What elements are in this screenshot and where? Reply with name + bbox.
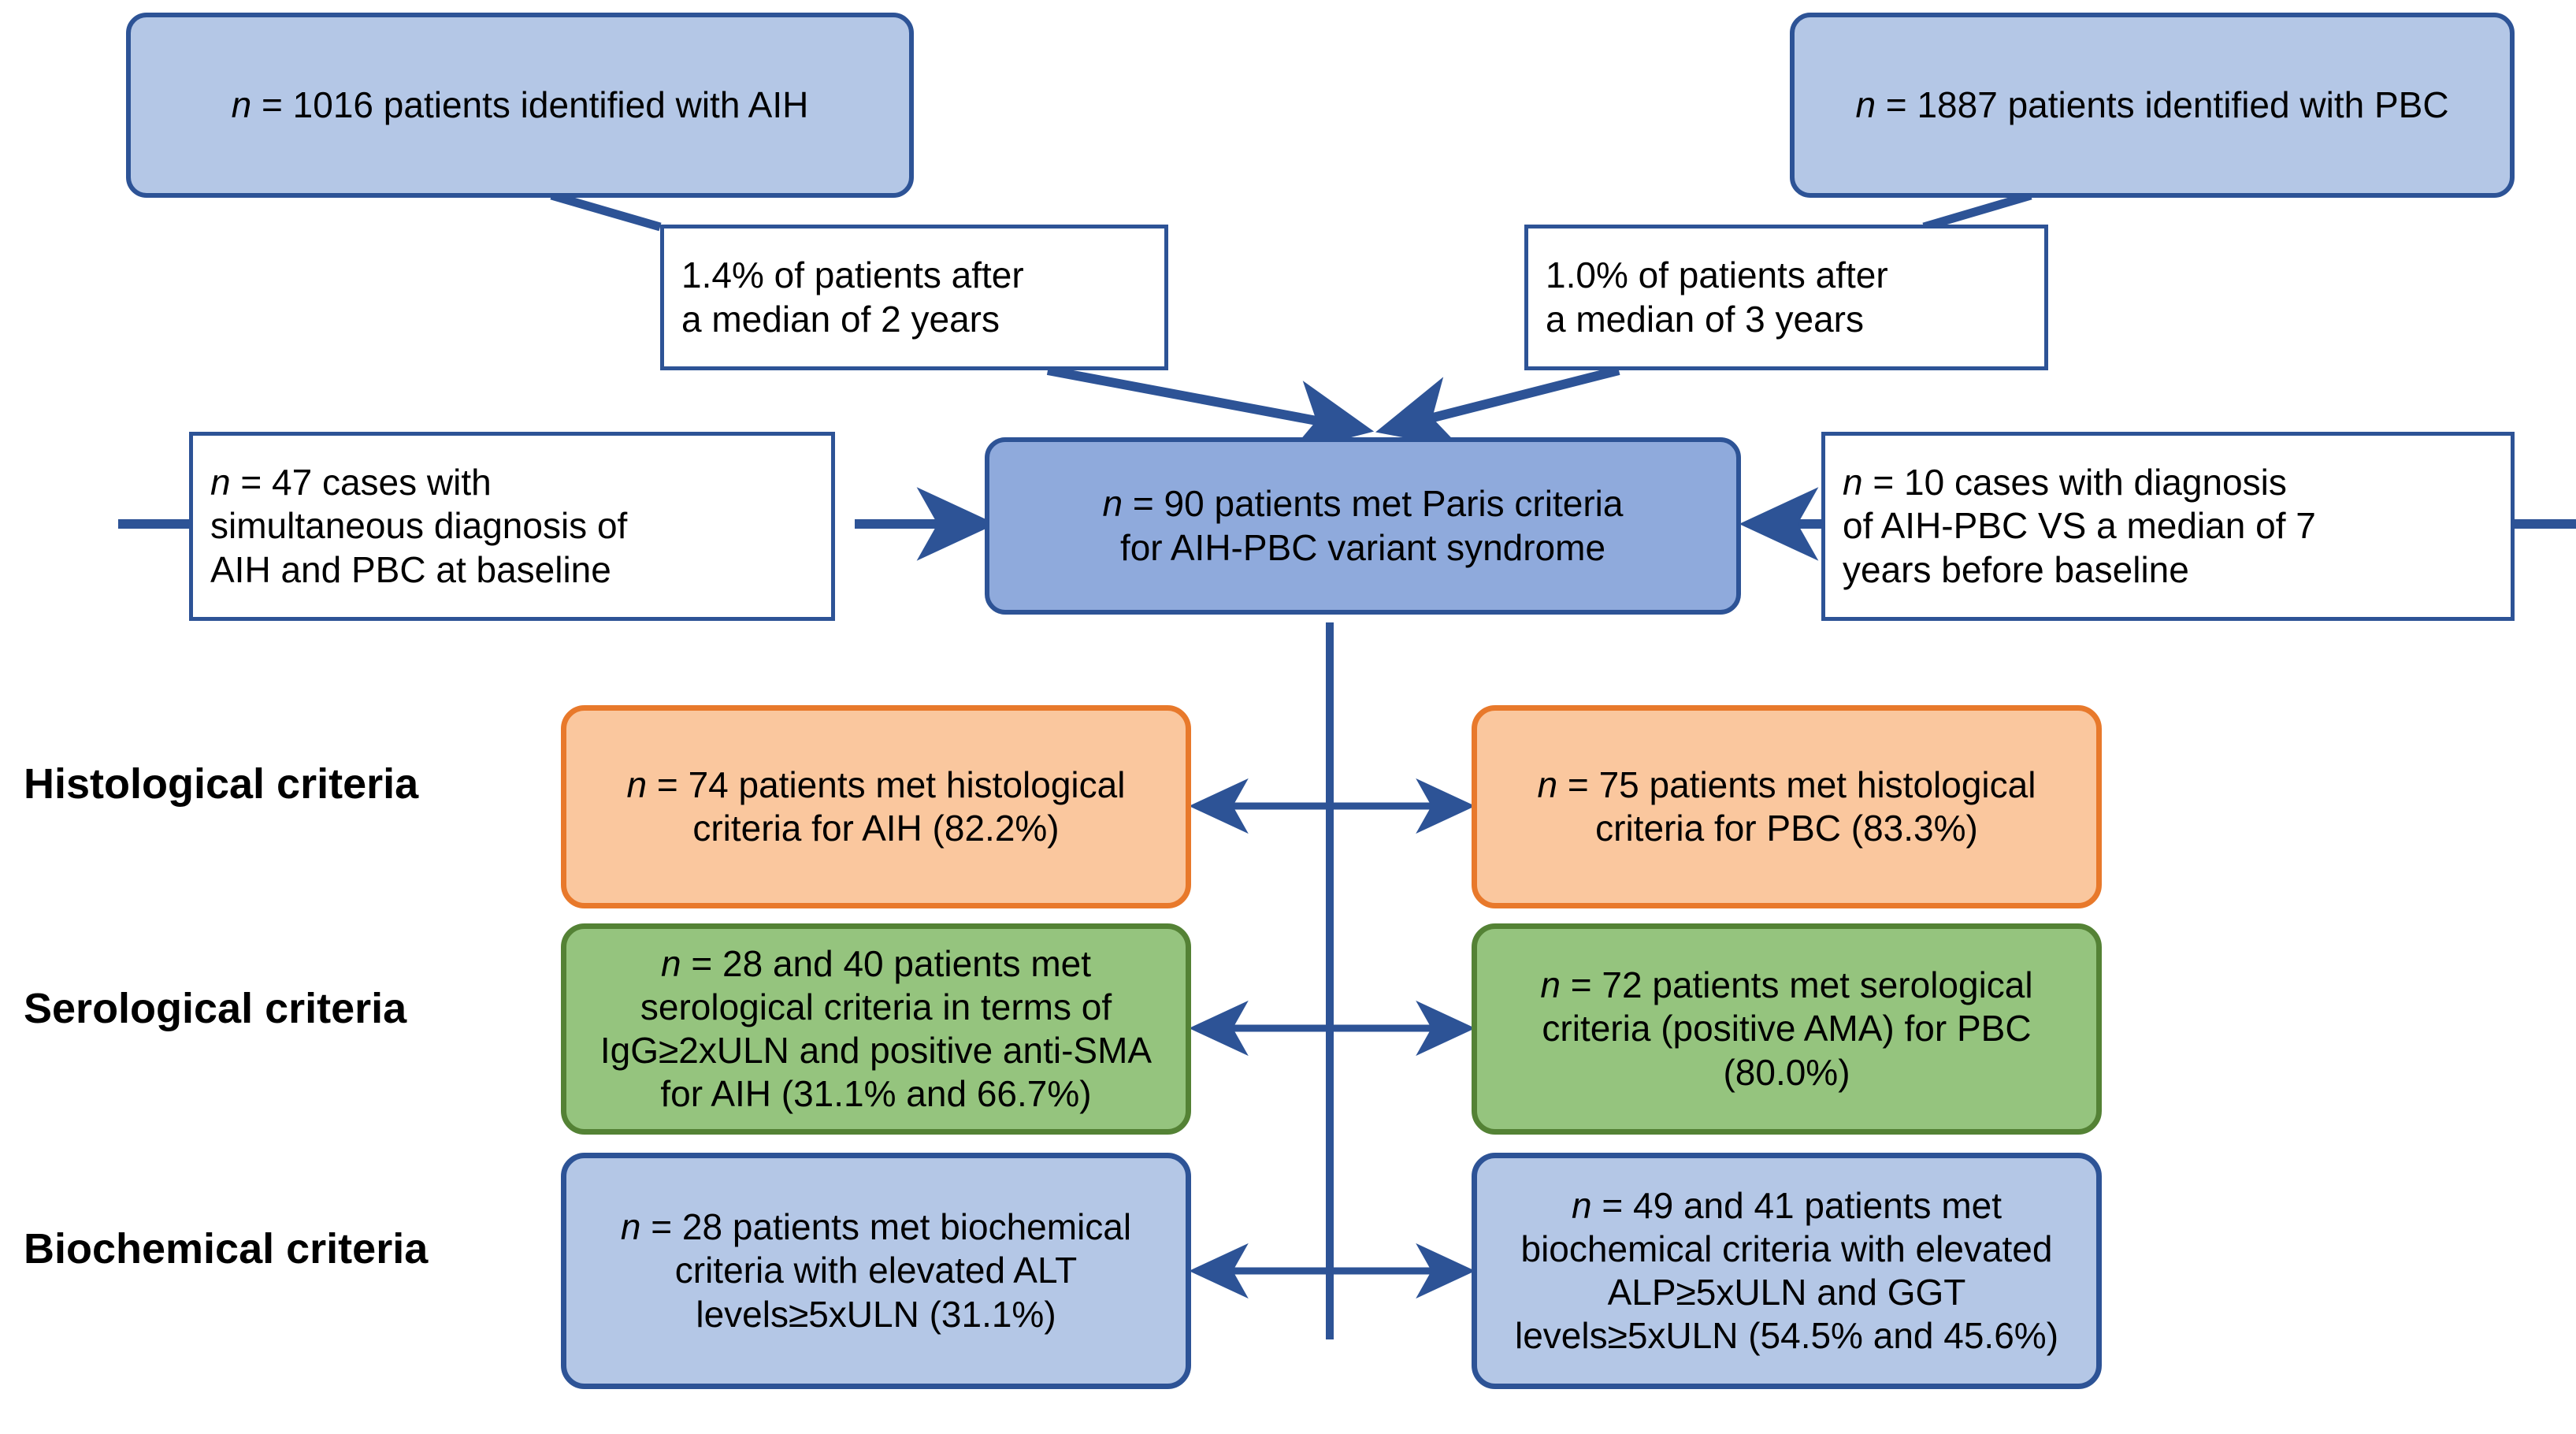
leader-aih-to-callout (550, 191, 662, 232)
callout-aih-progression[interactable]: 1.4% of patients after a median of 2 yea… (660, 225, 1168, 370)
row-label-serological: Serological criteria (24, 985, 406, 1032)
row-label-histological-text: Histological criteria (24, 760, 419, 808)
row-label-biochemical-text: Biochemical criteria (24, 1225, 429, 1272)
n-symbol: n (1843, 462, 1863, 503)
arrow-right-callout-to-center (1375, 366, 1620, 449)
n-symbol: n (1102, 483, 1123, 525)
box-simultaneous-diagnosis[interactable]: n = 47 cases with simultaneous diagnosis… (189, 432, 835, 621)
n-symbol: n (660, 942, 681, 984)
box-serological-pbc-text: n = 72 patients met serological criteria… (1540, 964, 2033, 1093)
arrow-left-callout-to-center (1046, 366, 1375, 454)
box-biochemical-aih-text: n = 28 patients met biochemical criteria… (620, 1206, 1132, 1335)
box-serological-pbc[interactable]: n = 72 patients met serological criteria… (1472, 923, 2102, 1135)
n-symbol: n (1855, 84, 1876, 125)
box-serological-aih-text: n = 28 and 40 patients met serological c… (599, 942, 1153, 1115)
box-biochemical-pbc-text: n = 49 and 41 patients met biochemical c… (1514, 1184, 2059, 1357)
callout-aih-progression-text: 1.4% of patients after a median of 2 yea… (681, 254, 1024, 340)
callout-pbc-progression[interactable]: 1.0% of patients after a median of 3 yea… (1524, 225, 2048, 370)
n-symbol: n (210, 462, 231, 503)
row-label-serological-text: Serological criteria (24, 985, 407, 1032)
box-prior-diagnosis-text: n = 10 cases with diagnosis of AIH-PBC V… (1843, 462, 2316, 590)
callout-pbc-progression-text: 1.0% of patients after a median of 3 yea… (1546, 254, 1888, 340)
box-paris-criteria-text: n = 90 patients met Paris criteria for A… (1102, 483, 1624, 568)
box-biochemical-aih[interactable]: n = 28 patients met biochemical criteria… (561, 1153, 1191, 1389)
box-aih-cohort[interactable]: n = 1016 patients identified with AIH (126, 13, 914, 198)
n-symbol: n (626, 763, 648, 805)
box-simultaneous-diagnosis-text: n = 47 cases with simultaneous diagnosis… (210, 462, 628, 590)
n-symbol: n (1571, 1184, 1592, 1226)
row-label-biochemical: Biochemical criteria (24, 1225, 428, 1272)
box-serological-aih[interactable]: n = 28 and 40 patients met serological c… (561, 923, 1191, 1135)
box-aih-cohort-text: n = 1016 patients identified with AIH (231, 84, 809, 125)
box-biochemical-pbc[interactable]: n = 49 and 41 patients met biochemical c… (1472, 1153, 2102, 1389)
box-prior-diagnosis[interactable]: n = 10 cases with diagnosis of AIH-PBC V… (1821, 432, 2515, 621)
n-symbol: n (231, 84, 252, 125)
leader-pbc-to-callout (1922, 191, 2032, 232)
box-paris-criteria[interactable]: n = 90 patients met Paris criteria for A… (985, 437, 1741, 615)
box-pbc-cohort[interactable]: n = 1887 patients identified with PBC (1790, 13, 2515, 198)
n-symbol: n (1537, 763, 1558, 805)
box-histological-aih-text: n = 74 patients met histological criteri… (626, 763, 1126, 849)
box-histological-aih[interactable]: n = 74 patients met histological criteri… (561, 705, 1191, 908)
n-symbol: n (620, 1206, 641, 1248)
n-symbol: n (1540, 964, 1561, 1006)
box-histological-pbc-text: n = 75 patients met histological criteri… (1537, 763, 2036, 849)
box-histological-pbc[interactable]: n = 75 patients met histological criteri… (1472, 705, 2102, 908)
row-label-histological: Histological criteria (24, 760, 418, 808)
box-pbc-cohort-text: n = 1887 patients identified with PBC (1855, 84, 2449, 125)
